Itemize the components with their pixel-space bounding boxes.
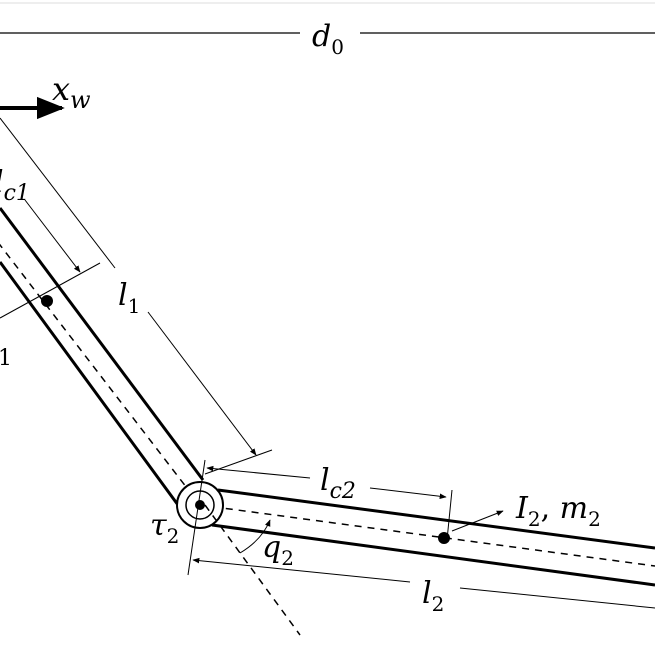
- l2-dim-line-right: [459, 587, 655, 609]
- q2-label: q2: [262, 530, 294, 570]
- link-1: [0, 207, 205, 506]
- q2-angle-arrow: [239, 519, 271, 554]
- xw-label: xw: [52, 70, 91, 114]
- m1-label-partial: 1: [0, 346, 12, 371]
- l1-dim-line-lower: [147, 311, 257, 456]
- lc2-label: lc2: [320, 463, 356, 504]
- l1-dim-line-upper: [0, 117, 116, 269]
- link-2: [199, 488, 655, 587]
- lc1-extension-line: [0, 262, 101, 319]
- joint-2-center: [195, 500, 205, 510]
- l1-label: l1: [118, 278, 140, 318]
- link2-mass-center: [438, 532, 450, 544]
- link1-extension-dashed: [204, 504, 301, 636]
- lc2-extension-left: [187, 459, 206, 576]
- lc1-arrow: [24, 199, 81, 273]
- tau2-label: τ2: [150, 508, 179, 548]
- I2-m2-label: I2, m2: [515, 491, 601, 531]
- link1-mass-center: [41, 295, 53, 307]
- lc1-label: lc1: [0, 165, 30, 206]
- l2-label: l2: [422, 576, 444, 616]
- lc2-arrow-right: [369, 487, 447, 500]
- d0-label: d0: [312, 19, 344, 59]
- l2-dim-line-left: [192, 557, 411, 583]
- lc2-extension-right: [446, 489, 453, 541]
- lc2-arrow-left: [206, 465, 311, 479]
- I2-leader-arrow: [451, 510, 504, 532]
- joint-extension-line: [204, 449, 273, 475]
